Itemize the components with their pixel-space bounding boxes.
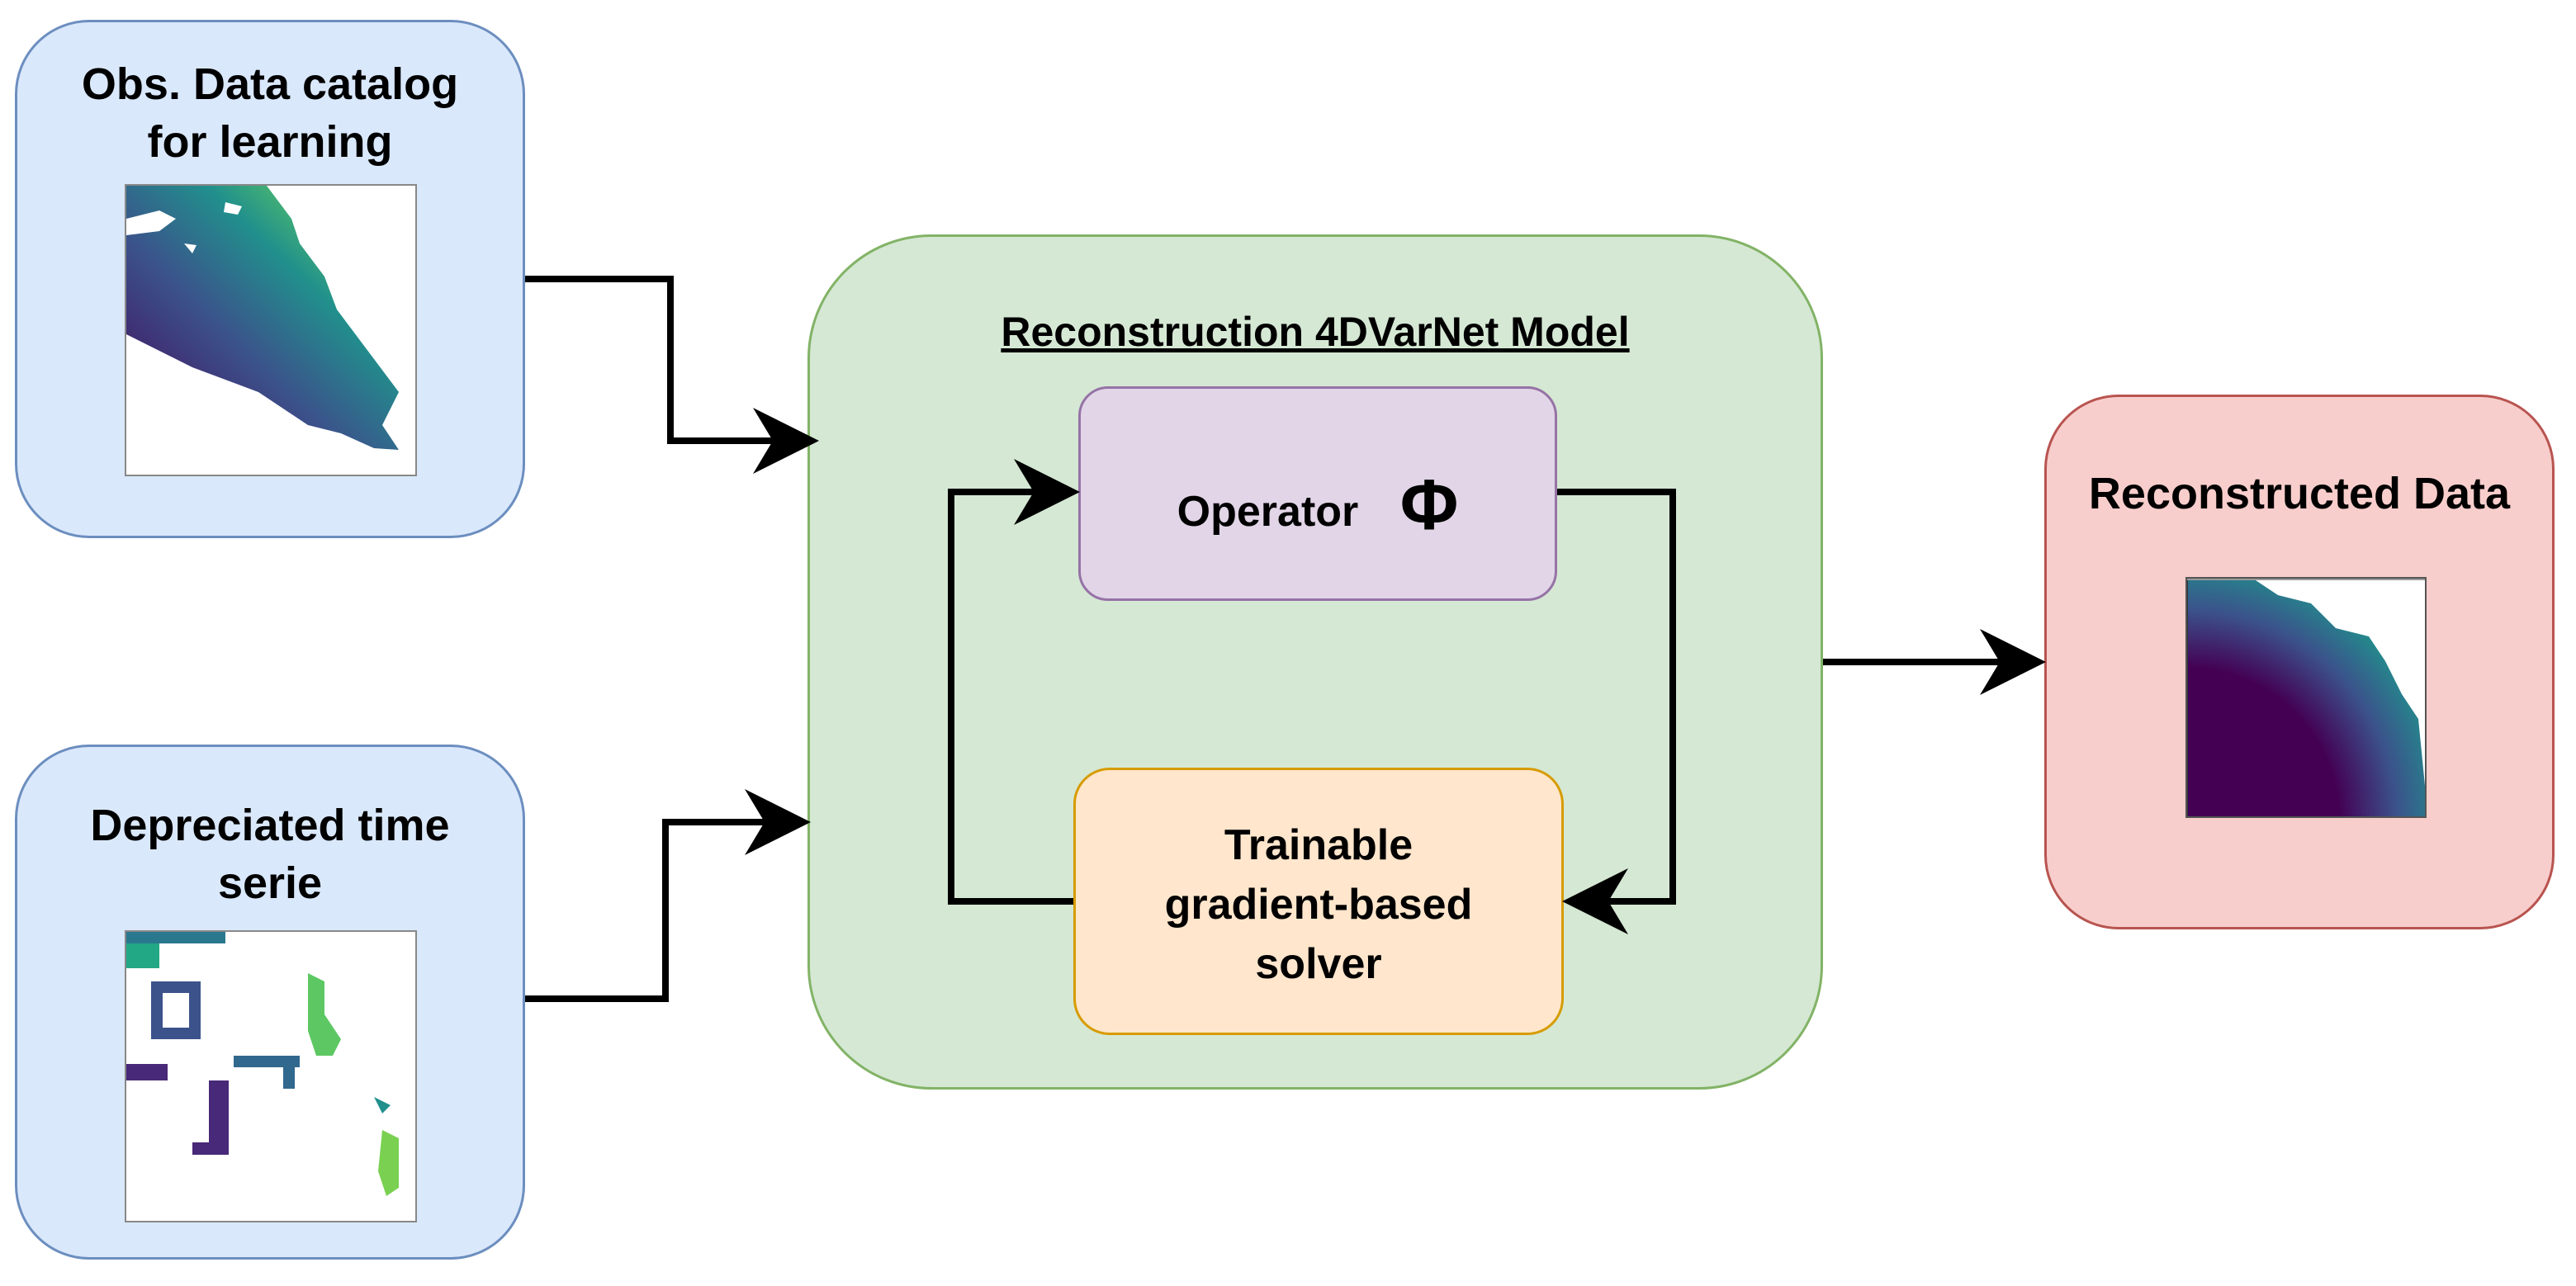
- solver-line2: gradient-based: [1164, 881, 1473, 929]
- catalog-to-model-arrow: [525, 276, 819, 474]
- reconstruction-model-title: Reconstruction 4DVarNet Model: [1001, 309, 1630, 355]
- depreciated-time-serie-title-line1: Depreciated time: [90, 801, 450, 850]
- operator-label: Operator: [1177, 488, 1359, 536]
- reconstructed-data-title: Reconstructed Data: [2088, 469, 2511, 518]
- depreciated-time-serie-box: Depreciated time serie: [15, 745, 525, 1260]
- gradient-solver-box: Trainable gradient-based solver: [1073, 768, 1564, 1035]
- obs-data-catalog-box: Obs. Data catalog for learning: [15, 20, 525, 538]
- depreciated-time-serie-title-line2: serie: [217, 858, 323, 908]
- obs-data-catalog-title-line2: for learning: [147, 117, 393, 167]
- solver-to-operator-arrow: [948, 459, 1080, 905]
- operator-phi-content: Operator Φ: [1081, 465, 1555, 546]
- solver-line1: Trainable: [1224, 821, 1413, 869]
- depreciated-time-serie-map-image: [125, 930, 417, 1222]
- obs-data-catalog-title-line1: Obs. Data catalog: [81, 59, 459, 109]
- phi-symbol: Φ: [1399, 466, 1459, 545]
- reconstructed-data-map-image: [2185, 577, 2427, 818]
- solver-line3: solver: [1255, 940, 1382, 988]
- operator-phi-box: Operator Φ: [1078, 386, 1557, 601]
- obs-data-catalog-map-graphic: [126, 186, 399, 450]
- obs-data-catalog-map-image: [125, 184, 417, 476]
- depreciated-time-serie-map-graphic: [126, 932, 399, 1196]
- reconstructed-data-map-graphic: [2187, 579, 2425, 816]
- series-to-model-arrow: [525, 789, 811, 1002]
- operator-to-solver-arrow: [1557, 489, 1676, 934]
